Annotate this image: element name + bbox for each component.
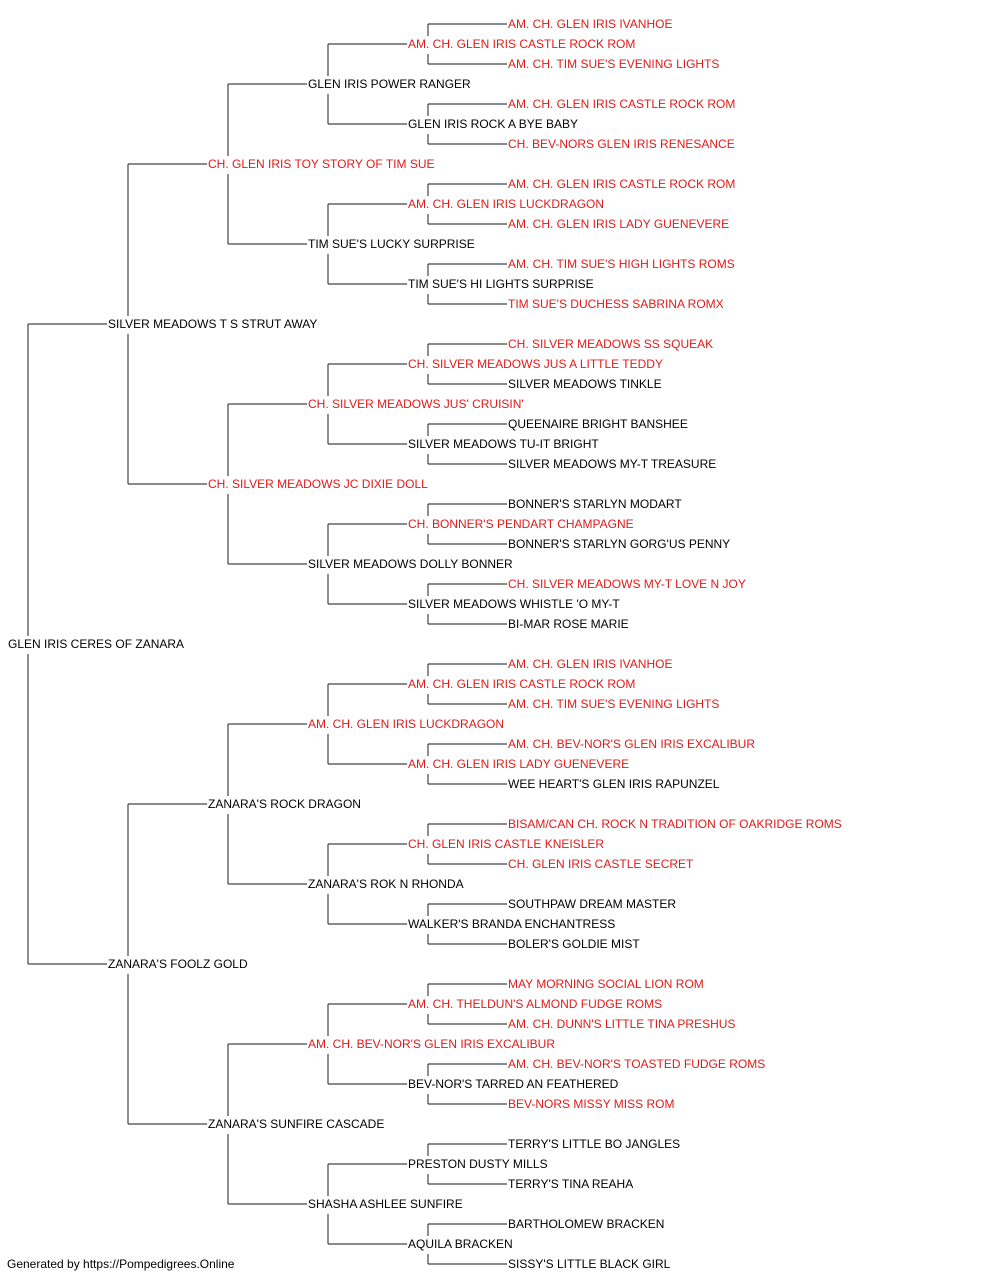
pedigree-entry-gen4: CH. SILVER MEADOWS JUS A LITTLE TEDDY — [407, 357, 664, 371]
pedigree-entry-gen5: CH. GLEN IRIS CASTLE SECRET — [507, 857, 695, 871]
pedigree-entry-gen4: CH. BONNER'S PENDART CHAMPAGNE — [407, 517, 635, 531]
pedigree-entry-gen4: AM. CH. THELDUN'S ALMOND FUDGE ROMS — [407, 997, 664, 1011]
pedigree-entry-gen5: BISAM/CAN CH. ROCK N TRADITION OF OAKRID… — [507, 817, 843, 831]
pedigree-entry-gen4: AQUILA BRACKEN — [407, 1237, 514, 1251]
pedigree-entry-gen3: GLEN IRIS POWER RANGER — [307, 77, 472, 91]
pedigree-entry-gen4: WALKER'S BRANDA ENCHANTRESS — [407, 917, 617, 931]
generated-by-footer: Generated by https://Pompedigrees.Online — [7, 1257, 235, 1271]
pedigree-entry-gen1: SILVER MEADOWS T S STRUT AWAY — [107, 317, 319, 331]
pedigree-entry-gen4: GLEN IRIS ROCK A BYE BABY — [407, 117, 580, 131]
pedigree-entry-gen5: BEV-NORS MISSY MISS ROM — [507, 1097, 676, 1111]
pedigree-entry-gen5: BOLER'S GOLDIE MIST — [507, 937, 641, 951]
pedigree-entry-gen0: GLEN IRIS CERES OF ZANARA — [7, 637, 186, 651]
pedigree-entry-gen5: AM. CH. GLEN IRIS CASTLE ROCK ROM — [507, 97, 737, 111]
pedigree-entry-gen5: TERRY'S TINA REAHA — [507, 1177, 635, 1191]
pedigree-entry-gen5: AM. CH. GLEN IRIS IVANHOE — [507, 17, 674, 31]
pedigree-entry-gen5: BI-MAR ROSE MARIE — [507, 617, 630, 631]
pedigree-entry-gen4: SILVER MEADOWS WHISTLE 'O MY-T — [407, 597, 621, 611]
pedigree-entry-gen5: BARTHOLOMEW BRACKEN — [507, 1217, 666, 1231]
pedigree-entry-gen5: AM. CH. GLEN IRIS CASTLE ROCK ROM — [507, 177, 737, 191]
pedigree-entry-gen5: AM. CH. TIM SUE'S EVENING LIGHTS — [507, 57, 721, 71]
pedigree-entry-gen5: CH. SILVER MEADOWS SS SQUEAK — [507, 337, 715, 351]
pedigree-entry-gen4: BEV-NOR'S TARRED AN FEATHERED — [407, 1077, 620, 1091]
pedigree-entry-gen3: AM. CH. BEV-NOR'S GLEN IRIS EXCALIBUR — [307, 1037, 557, 1051]
pedigree-entry-gen4: AM. CH. GLEN IRIS LADY GUENEVERE — [407, 757, 631, 771]
pedigree-entry-gen5: SISSY'S LITTLE BLACK GIRL — [507, 1257, 672, 1271]
pedigree-entry-gen5: CH. BEV-NORS GLEN IRIS RENESANCE — [507, 137, 736, 151]
pedigree-entry-gen4: AM. CH. GLEN IRIS LUCKDRAGON — [407, 197, 606, 211]
pedigree-entry-gen3: TIM SUE'S LUCKY SURPRISE — [307, 237, 476, 251]
pedigree-entry-gen5: QUEENAIRE BRIGHT BANSHEE — [507, 417, 689, 431]
pedigree-entry-gen3: CH. SILVER MEADOWS JUS' CRUISIN' — [307, 397, 525, 411]
pedigree-entry-gen4: SILVER MEADOWS TU-IT BRIGHT — [407, 437, 600, 451]
pedigree-entry-gen3: AM. CH. GLEN IRIS LUCKDRAGON — [307, 717, 506, 731]
pedigree-entry-gen4: AM. CH. GLEN IRIS CASTLE ROCK ROM — [407, 677, 637, 691]
pedigree-entry-gen5: AM. CH. DUNN'S LITTLE TINA PRESHUS — [507, 1017, 737, 1031]
pedigree-entry-gen2: CH. SILVER MEADOWS JC DIXIE DOLL — [207, 477, 429, 491]
pedigree-entry-gen4: AM. CH. GLEN IRIS CASTLE ROCK ROM — [407, 37, 637, 51]
pedigree-entry-gen5: TERRY'S LITTLE BO JANGLES — [507, 1137, 682, 1151]
pedigree-entry-gen4: CH. GLEN IRIS CASTLE KNEISLER — [407, 837, 606, 851]
pedigree-entry-gen5: AM. CH. BEV-NOR'S GLEN IRIS EXCALIBUR — [507, 737, 757, 751]
pedigree-entry-gen5: AM. CH. BEV-NOR'S TOASTED FUDGE ROMS — [507, 1057, 767, 1071]
pedigree-entry-gen5: CH. SILVER MEADOWS MY-T LOVE N JOY — [507, 577, 747, 591]
pedigree-entry-gen3: SILVER MEADOWS DOLLY BONNER — [307, 557, 514, 571]
pedigree-entry-gen5: WEE HEART'S GLEN IRIS RAPUNZEL — [507, 777, 721, 791]
pedigree-entry-gen5: AM. CH. TIM SUE'S EVENING LIGHTS — [507, 697, 721, 711]
pedigree-entry-gen5: AM. CH. TIM SUE'S HIGH LIGHTS ROMS — [507, 257, 736, 271]
pedigree-entry-gen2: ZANARA'S ROCK DRAGON — [207, 797, 362, 811]
pedigree-entry-gen5: SILVER MEADOWS TINKLE — [507, 377, 663, 391]
pedigree-entry-gen5: TIM SUE'S DUCHESS SABRINA ROMX — [507, 297, 725, 311]
pedigree-entry-gen5: BONNER'S STARLYN MODART — [507, 497, 683, 511]
pedigree-entry-gen1: ZANARA'S FOOLZ GOLD — [107, 957, 249, 971]
pedigree-entry-gen3: ZANARA'S ROK N RHONDA — [307, 877, 465, 891]
pedigree-entry-gen2: CH. GLEN IRIS TOY STORY OF TIM SUE — [207, 157, 436, 171]
pedigree-entry-gen5: SOUTHPAW DREAM MASTER — [507, 897, 678, 911]
pedigree-entry-gen2: ZANARA'S SUNFIRE CASCADE — [207, 1117, 386, 1131]
pedigree-entry-gen5: AM. CH. GLEN IRIS LADY GUENEVERE — [507, 217, 731, 231]
pedigree-entry-gen5: MAY MORNING SOCIAL LION ROM — [507, 977, 705, 991]
pedigree-entry-gen4: PRESTON DUSTY MILLS — [407, 1157, 549, 1171]
pedigree-entry-gen4: TIM SUE'S HI LIGHTS SURPRISE — [407, 277, 595, 291]
pedigree-entry-gen5: SILVER MEADOWS MY-T TREASURE — [507, 457, 718, 471]
pedigree-entry-gen5: AM. CH. GLEN IRIS IVANHOE — [507, 657, 674, 671]
pedigree-entry-gen3: SHASHA ASHLEE SUNFIRE — [307, 1197, 464, 1211]
pedigree-entry-gen5: BONNER'S STARLYN GORG'US PENNY — [507, 537, 732, 551]
